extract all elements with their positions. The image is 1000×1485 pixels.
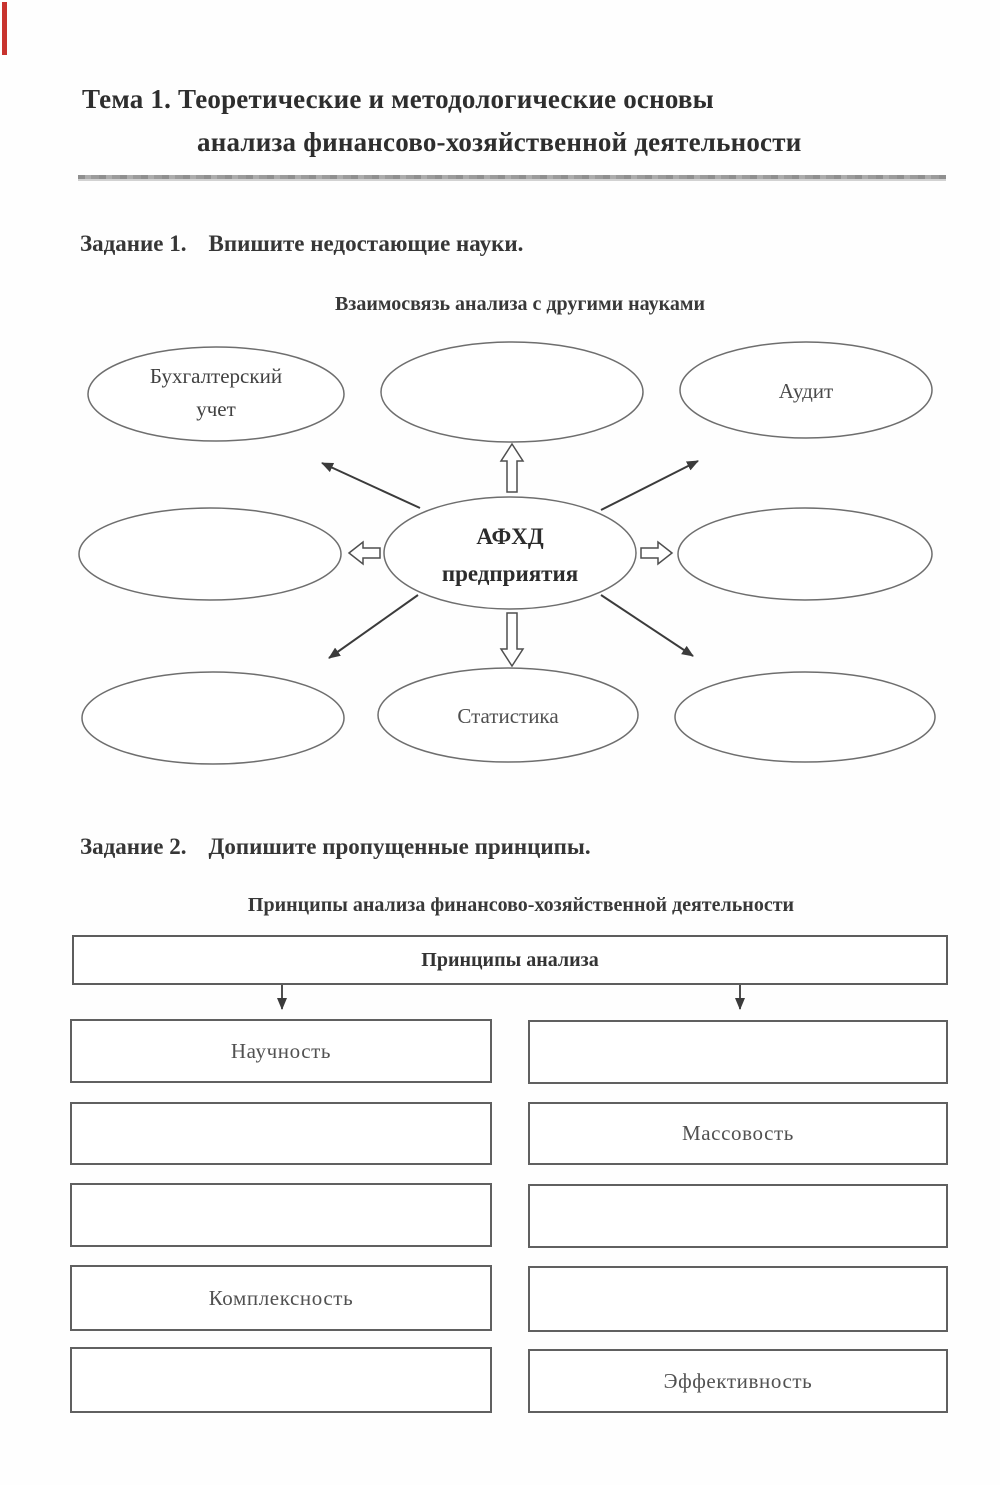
task1-label: Задание 1. — [80, 231, 187, 256]
page-title-line2: анализа финансово-хозяйственной деятельн… — [197, 127, 802, 157]
page-title-line1: Тема 1. Теоретические и методологические… — [82, 84, 714, 114]
ellipse-audit — [679, 341, 933, 439]
principle-box-nauchnost: Научность — [70, 1019, 492, 1083]
arrow-top-right-icon — [600, 460, 699, 511]
principle-box-left-blank-3[interactable] — [70, 1347, 492, 1413]
accounting-label: Бухгалтерский учет — [96, 360, 336, 426]
ellipse-bottom-right-blank[interactable] — [674, 671, 936, 763]
diagram2-title: Принципы анализа финансово-хозяйственной… — [247, 894, 795, 916]
page-title: Тема 1. Теоретические и методологические… — [82, 78, 801, 164]
sciences-diagram — [78, 341, 936, 765]
principle-box-left-blank-1[interactable] — [70, 1102, 492, 1165]
block-arrow-down-icon — [499, 612, 525, 668]
afhd-label: АФХД предприятия — [390, 518, 630, 592]
ellipse-middle-left-blank[interactable] — [78, 507, 342, 601]
arrow-bottom-right-icon — [600, 594, 694, 657]
task1-text: Впишите недостающие науки. — [208, 231, 524, 256]
principles-root-box: Принципы анализа — [72, 935, 948, 985]
arrow-top-left-icon — [321, 462, 421, 509]
principle-box-effektivnost: Эффективность — [528, 1349, 948, 1413]
statistics-label: Статистика — [457, 704, 559, 728]
diagram1-title: Взаимосвязь анализа с другими науками — [334, 293, 706, 315]
principles-connectors — [277, 985, 745, 1010]
principle-box-right-blank-2[interactable] — [528, 1184, 948, 1248]
block-arrow-up-icon — [499, 442, 525, 493]
ellipse-accounting — [87, 346, 345, 442]
principles-root-label: Принципы анализа — [421, 948, 599, 971]
task2-heading: Задание 2. Допишите пропущенные принципы. — [80, 834, 591, 860]
task1-heading: Задание 1. Впишите недостающие науки. — [80, 231, 523, 257]
block-arrow-left-icon — [347, 540, 381, 566]
principle-box-kompleksnost: Комплексность — [70, 1265, 492, 1331]
task2-text: Допишите пропущенные принципы. — [208, 834, 591, 859]
block-arrow-right-icon — [640, 540, 674, 566]
title-divider — [78, 175, 946, 181]
audit-label: Аудит — [778, 379, 834, 403]
ellipse-top-middle-blank[interactable] — [380, 341, 644, 443]
ellipse-statistics — [377, 667, 639, 763]
principle-box-right-blank-3[interactable] — [528, 1266, 948, 1332]
principle-box-right-blank-1[interactable] — [528, 1020, 948, 1084]
task2-label: Задание 2. — [80, 834, 187, 859]
arrow-bottom-left-icon — [328, 594, 419, 659]
scan-artifact-mark — [2, 2, 7, 55]
ellipse-center-afhd — [383, 496, 637, 610]
ellipse-middle-right-blank[interactable] — [677, 507, 933, 601]
principle-box-left-blank-2[interactable] — [70, 1183, 492, 1247]
accounting-label-line2: учет — [196, 397, 236, 421]
afhd-label-line1: АФХД — [476, 524, 544, 549]
principle-box-massovost: Массовость — [528, 1102, 948, 1165]
accounting-label-line1: Бухгалтерский — [149, 364, 283, 388]
afhd-label-line2: предприятия — [441, 561, 579, 586]
ellipse-bottom-left-blank[interactable] — [81, 671, 345, 765]
